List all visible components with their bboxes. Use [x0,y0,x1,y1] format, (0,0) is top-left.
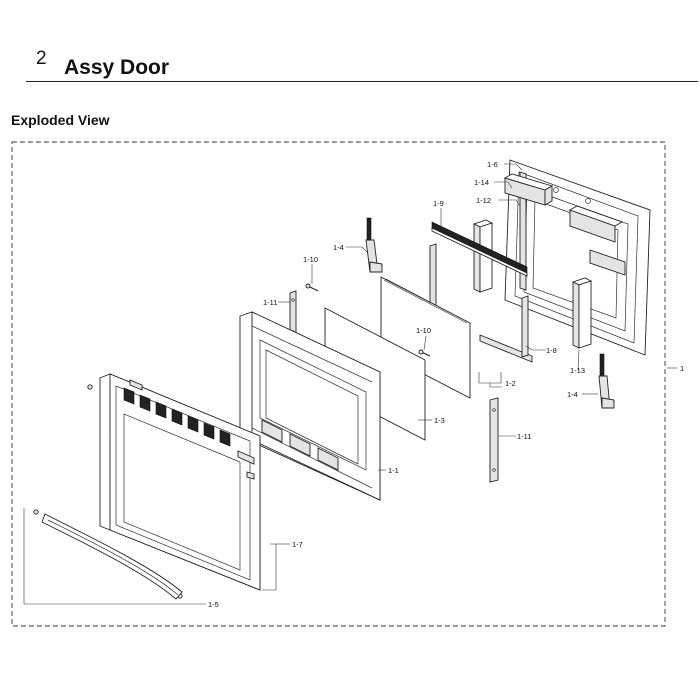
callout-1-4-upper: 1-4 [333,243,344,252]
callout-1-7: 1-7 [292,540,303,549]
hinge-lower [598,353,615,409]
callout-1-11-left: 1-11 [263,298,277,307]
callout-1-9: 1-9 [433,199,444,208]
hinge-upper [365,217,383,273]
subtitle: Exploded View [11,112,110,128]
callout-1-1: 1-1 [388,466,399,475]
callout-labels: 1-6 1-14 1-12 1-9 1-4 1-10 1-11 1-10 1-8… [208,160,684,609]
callout-1-13: 1-13 [570,366,585,375]
callout-1-12: 1-12 [476,196,491,205]
vertical-insulation [571,277,593,349]
insulation-block [503,173,626,276]
section-number: 2 [36,48,47,69]
callout-1-10-upper: 1-10 [303,255,318,264]
callout-1-10-lower: 1-10 [416,326,431,335]
callout-1: 1 [680,364,684,373]
callout-1-3: 1-3 [434,416,445,425]
callout-1-5: 1-5 [208,600,219,609]
callout-1-8: 1-8 [546,346,557,355]
callout-1-4-lower: 1-4 [567,390,578,399]
callout-1-2: 1-2 [505,379,516,388]
callout-1-14: 1-14 [474,178,489,187]
side-bracket-right [489,397,499,483]
page-title: Assy Door [64,56,170,79]
outer-door-panel [99,373,261,591]
callout-1-11-right: 1-11 [517,432,531,441]
callout-1-6: 1-6 [487,160,498,169]
door-frame [239,311,381,501]
insulation-column [472,219,494,293]
header-divider [26,81,698,82]
leader-lines [23,163,677,605]
door-handle [41,513,183,600]
screw [305,283,431,357]
top-channel [431,221,528,277]
rear-door-frame [504,159,651,356]
assembly-boundary [11,141,666,627]
glass-bracket [429,243,533,363]
